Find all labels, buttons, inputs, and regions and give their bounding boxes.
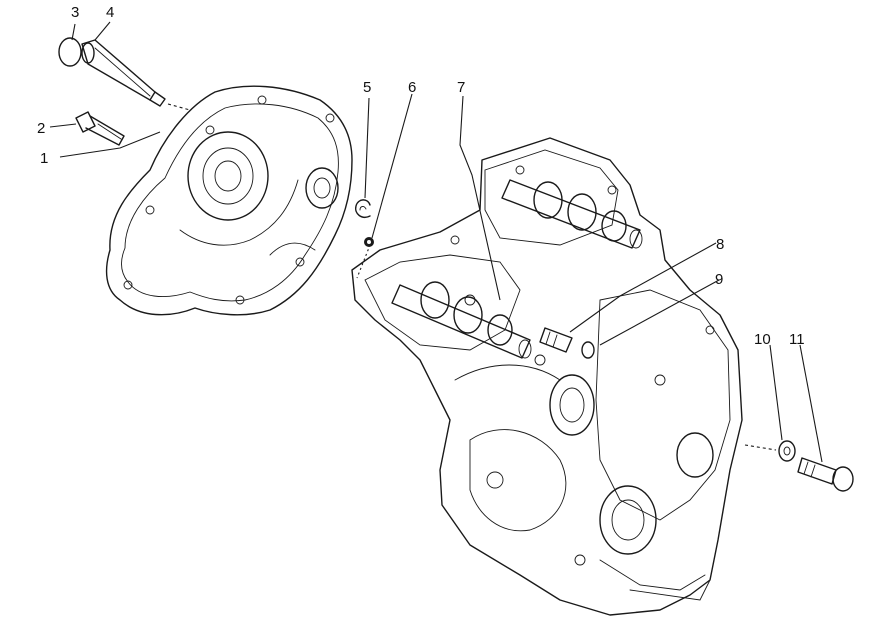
callout-10: 10 bbox=[754, 331, 771, 348]
part-4-pin bbox=[58, 37, 166, 107]
camshaft-lower bbox=[391, 281, 532, 359]
callout-8: 8 bbox=[716, 236, 724, 253]
part-2-bolt bbox=[75, 111, 125, 146]
part-8-plug bbox=[539, 327, 573, 353]
callout-9: 9 bbox=[715, 271, 723, 288]
callout-2: 2 bbox=[37, 120, 45, 137]
part-5-circlip bbox=[355, 199, 371, 218]
callout-11: 11 bbox=[789, 331, 805, 348]
callout-labels: 1 2 3 4 5 6 7 8 9 10 11 bbox=[37, 4, 805, 348]
callout-7: 7 bbox=[457, 79, 465, 96]
camshaft-upper bbox=[501, 179, 643, 249]
cover-housing bbox=[105, 85, 353, 316]
callout-1: 1 bbox=[40, 150, 48, 167]
part-11-bolt bbox=[797, 457, 854, 492]
crankcase-body bbox=[351, 137, 743, 616]
callout-5: 5 bbox=[363, 79, 371, 96]
callout-4: 4 bbox=[106, 4, 114, 21]
leader-lines bbox=[49, 21, 823, 463]
part-6-nut bbox=[364, 237, 374, 247]
part-9-washer bbox=[581, 341, 595, 359]
callout-3: 3 bbox=[71, 4, 79, 21]
callout-6: 6 bbox=[408, 79, 416, 96]
part-10-washer bbox=[778, 440, 796, 462]
